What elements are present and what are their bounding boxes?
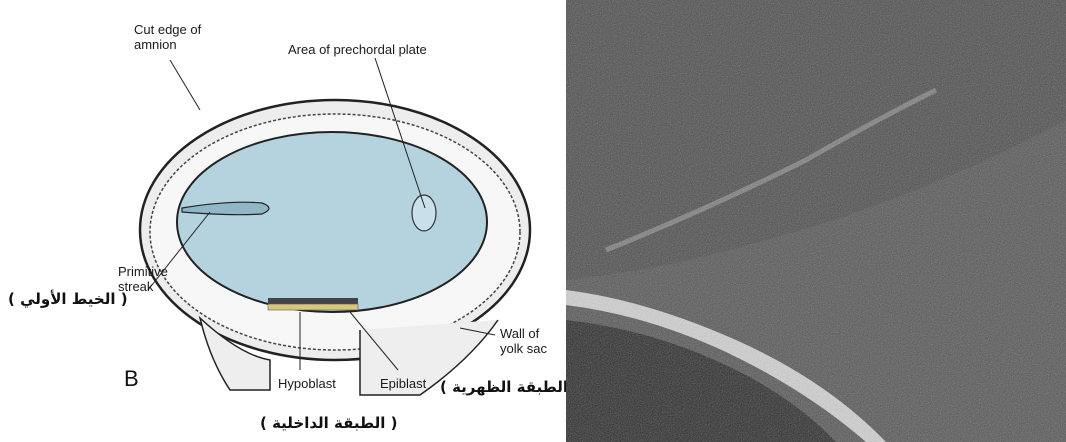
epiblast-layer <box>268 298 358 304</box>
prechordal-plate <box>412 195 436 231</box>
label-cut-edge: Cut edge of amnion <box>134 22 224 52</box>
hypoblast-layer <box>268 304 358 310</box>
electron-micrograph <box>566 0 1066 442</box>
panel-letter: B <box>124 366 139 392</box>
arabic-primitive-streak: ( الخيط الأولي ) <box>8 290 128 308</box>
embryo-diagram: Cut edge of amnion Area of prechordal pl… <box>0 0 560 442</box>
label-epiblast: Epiblast <box>380 376 426 391</box>
arabic-epiblast: ( الطبقة الظهرية ) <box>440 378 580 396</box>
micrograph-image <box>566 0 1066 442</box>
embryonic-disc <box>177 132 487 312</box>
label-wall-yolk-sac: Wall of yolk sac <box>500 326 547 356</box>
label-prechordal-plate: Area of prechordal plate <box>288 42 427 57</box>
arabic-hypoblast: ( الطبقة الداخلية ) <box>260 414 398 432</box>
label-hypoblast: Hypoblast <box>278 376 336 391</box>
